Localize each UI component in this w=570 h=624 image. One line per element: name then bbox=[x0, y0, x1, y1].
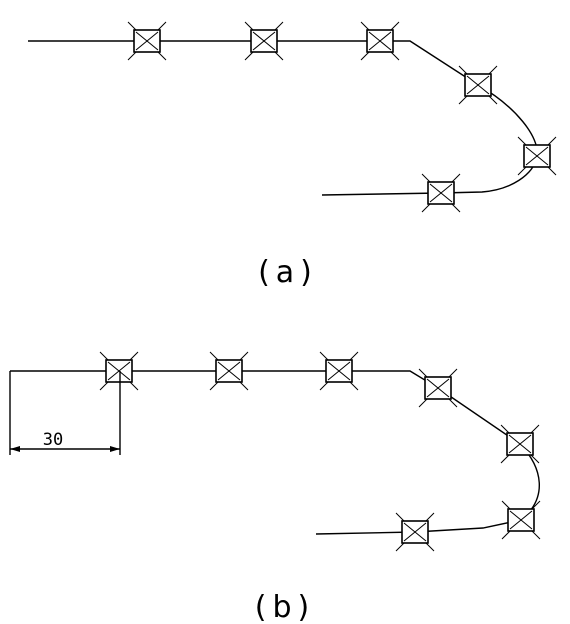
marker-inner-cross bbox=[509, 510, 533, 530]
boxed-x-marker-icon bbox=[127, 21, 167, 61]
boxed-x-marker-icon bbox=[500, 424, 540, 464]
path-a bbox=[28, 40, 538, 196]
caption-b: (b) bbox=[255, 590, 315, 624]
diagram-b: 30 bbox=[9, 351, 541, 552]
boxed-x-marker-icon bbox=[244, 21, 284, 61]
boxed-x-marker-icon bbox=[395, 512, 435, 552]
marker-inner-cross bbox=[107, 361, 131, 381]
boxed-x-marker-icon bbox=[360, 21, 400, 61]
caption-a: (a) bbox=[258, 255, 318, 290]
boxed-x-marker-icon bbox=[99, 351, 139, 391]
marker-inner-cross bbox=[466, 75, 490, 95]
marker-inner-cross bbox=[368, 31, 392, 51]
boxed-x-marker-icon bbox=[501, 500, 541, 540]
boxed-x-marker-icon bbox=[418, 368, 458, 408]
marker-inner-cross bbox=[403, 522, 427, 542]
marker-inner-cross bbox=[525, 146, 549, 166]
marker-inner-cross bbox=[217, 361, 241, 381]
boxed-x-marker-icon bbox=[319, 351, 359, 391]
boxed-x-marker-icon bbox=[517, 136, 557, 176]
path-b bbox=[10, 370, 540, 535]
marker-inner-cross bbox=[426, 378, 450, 398]
marker-inner-cross bbox=[508, 434, 532, 454]
boxed-x-marker-icon bbox=[209, 351, 249, 391]
diagram-a bbox=[28, 21, 557, 213]
dimension-annotation: 30 bbox=[9, 371, 121, 455]
dimension-arrow-right bbox=[110, 446, 120, 452]
boxed-x-marker-icon bbox=[458, 65, 498, 105]
boxed-x-marker-icon bbox=[421, 173, 461, 213]
marker-inner-cross bbox=[327, 361, 351, 381]
marker-inner-cross bbox=[252, 31, 276, 51]
marker-inner-cross bbox=[429, 183, 453, 203]
dimension-value: 30 bbox=[43, 430, 63, 450]
marker-inner-cross bbox=[135, 31, 159, 51]
dimension-arrow-left bbox=[10, 446, 20, 452]
